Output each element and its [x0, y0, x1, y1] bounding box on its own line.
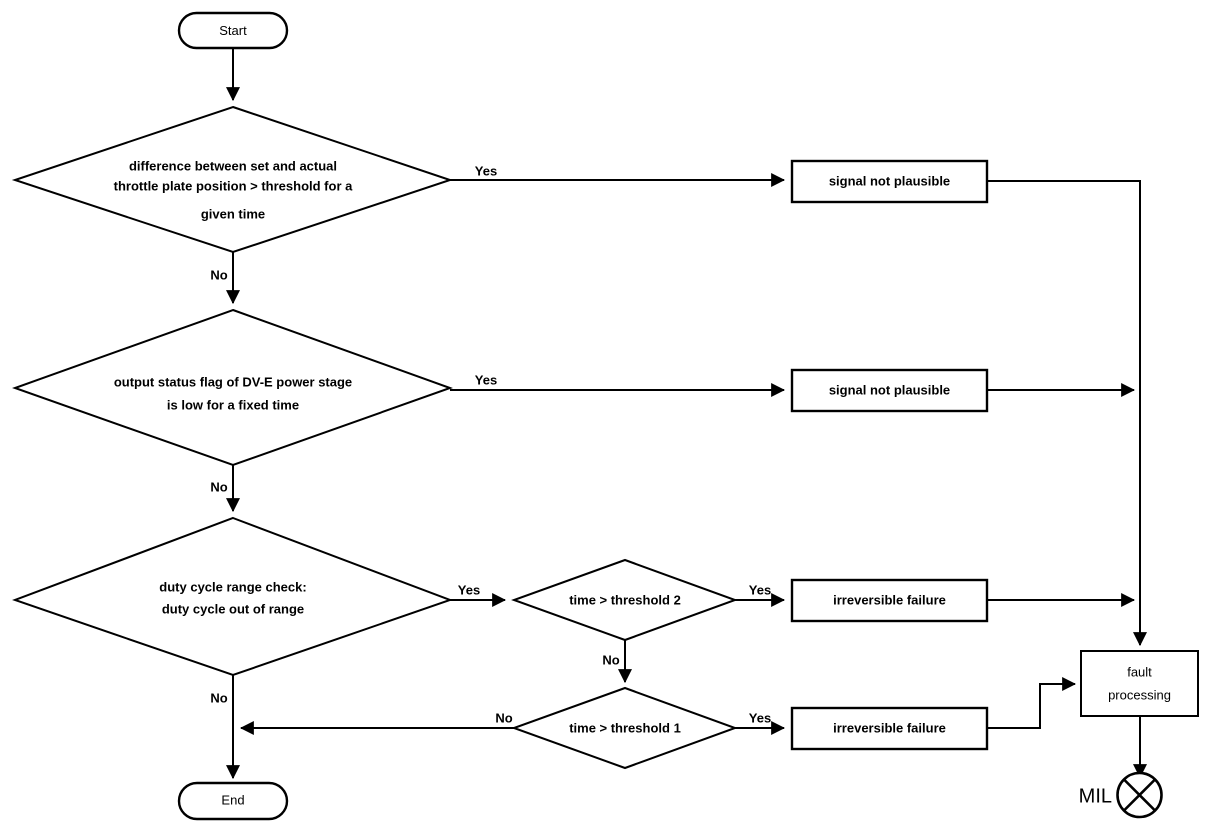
- node-decision-dve-power-stage[interactable]: output status flag of DV-E power stage i…: [12, 308, 453, 467]
- edge-label-decision1-no: No: [210, 267, 227, 282]
- threshold2-shape: [511, 558, 738, 642]
- decision3-shape: [12, 516, 453, 677]
- process4-shape: [790, 706, 989, 751]
- fault-processing-label-line1: fault: [1127, 664, 1152, 679]
- process3-shape: [790, 578, 989, 623]
- node-process-irreversible-failure-2[interactable]: irreversible failure: [790, 706, 989, 751]
- decision1-label-line2: throttle plate position > threshold for …: [114, 178, 353, 193]
- process2-shape: [790, 368, 989, 413]
- node-mil-indicator[interactable]: MIL: [1079, 771, 1163, 819]
- circle-x-icon: [1116, 771, 1163, 819]
- node-process-fault-processing[interactable]: fault processing: [1080, 650, 1199, 717]
- threshold1-label: time > threshold 1: [569, 720, 681, 735]
- edge-label-threshold2-no: No: [602, 652, 619, 667]
- end-shape: [177, 781, 289, 821]
- edge-label-decision2-no: No: [210, 479, 227, 494]
- edge-label-threshold1-no: No: [495, 710, 512, 725]
- threshold2-label: time > threshold 2: [569, 592, 681, 607]
- edge-label-decision1-yes: Yes: [475, 163, 497, 178]
- edge-label-threshold2-yes: Yes: [749, 582, 771, 597]
- threshold1-shape: [511, 686, 738, 770]
- node-decision-time-threshold-1[interactable]: time > threshold 1: [511, 686, 738, 770]
- fault-processing-shape: [1080, 650, 1199, 717]
- node-process-signal-not-plausible-1[interactable]: signal not plausible: [790, 159, 989, 204]
- decision1-label-line1: difference between set and actual: [129, 158, 337, 173]
- edge-label-decision3-no: No: [210, 690, 227, 705]
- process4-label: irreversible failure: [833, 720, 946, 735]
- end-label: End: [221, 792, 244, 807]
- mil-label: MIL: [1079, 785, 1112, 807]
- edge-process4-to-fault-processing: [987, 677, 1077, 729]
- edge-process1-to-trunk: [987, 180, 1141, 390]
- node-decision-duty-cycle[interactable]: duty cycle range check: duty cycle out o…: [12, 516, 453, 677]
- start-shape: [177, 11, 289, 50]
- node-decision-throttle-position[interactable]: difference between set and actual thrott…: [11, 105, 454, 254]
- node-process-irreversible-failure-1[interactable]: irreversible failure: [790, 578, 989, 623]
- decision1-shape: [11, 105, 454, 254]
- decision2-label-line2: is low for a fixed time: [167, 397, 299, 412]
- decision3-label-line2: duty cycle out of range: [162, 601, 304, 616]
- decision3-label-line1: duty cycle range check:: [159, 579, 306, 594]
- edge-label-threshold1-yes: Yes: [749, 710, 771, 725]
- process1-label: signal not plausible: [829, 173, 950, 188]
- decision2-shape: [12, 308, 453, 467]
- process3-label: irreversible failure: [833, 592, 946, 607]
- decision1-label-line3: given time: [201, 206, 265, 221]
- edge-label-decision3-yes: Yes: [458, 582, 480, 597]
- node-decision-time-threshold-2[interactable]: time > threshold 2: [511, 558, 738, 642]
- process2-label: signal not plausible: [829, 382, 950, 397]
- node-end[interactable]: End: [177, 781, 289, 821]
- edge-label-decision2-yes: Yes: [475, 372, 497, 387]
- start-label: Start: [219, 23, 247, 38]
- fault-processing-label-line2: processing: [1108, 687, 1171, 702]
- process1-shape: [790, 159, 989, 204]
- node-process-signal-not-plausible-2[interactable]: signal not plausible: [790, 368, 989, 413]
- node-start[interactable]: Start: [177, 11, 289, 50]
- decision2-label-line1: output status flag of DV-E power stage: [114, 374, 352, 389]
